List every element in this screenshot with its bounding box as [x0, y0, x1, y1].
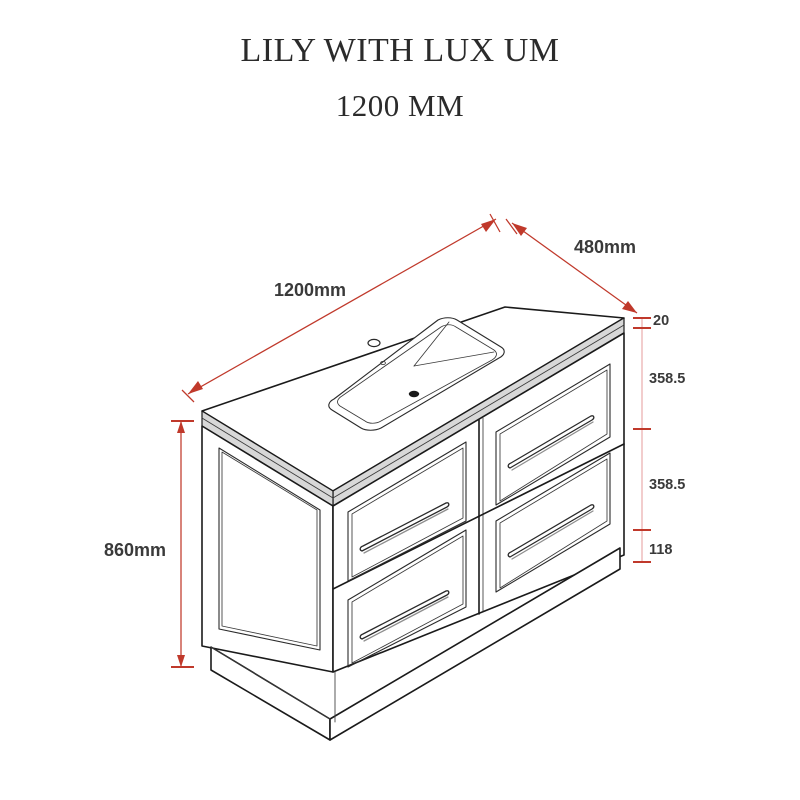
tap-hole	[367, 338, 381, 348]
dimension-depth-tick-left	[505, 218, 518, 235]
drawer-left-lower[interactable]	[347, 529, 467, 668]
left-side-panel-recess	[218, 447, 321, 651]
drawer-left-upper[interactable]	[347, 441, 467, 582]
countertop-edge-highlight-left	[201, 417, 334, 499]
basin-bowl-fold-bottom	[413, 351, 495, 367]
dimension-width-arrow-left	[188, 381, 203, 394]
undermount-basin-group	[328, 317, 505, 431]
dimension-depth-label: 480mm	[574, 237, 636, 257]
dimension-height-arrow-bottom	[177, 655, 185, 667]
drawer-right-lower-handle-shadow	[511, 510, 594, 560]
countertop-edge-highlight-right	[332, 324, 625, 499]
page-title: LILY WITH LUX UM	[240, 32, 560, 69]
dimension-width-tick-left	[181, 389, 195, 403]
dimension-height-label: 860mm	[104, 540, 166, 560]
plinth-top-edge-left	[210, 646, 331, 720]
page-subtitle: 1200 MM	[335, 88, 465, 124]
drawer-right-lower-panel-shadow	[499, 458, 608, 589]
drain-hole	[408, 390, 420, 398]
drawer-right-upper-handle-shadow	[511, 421, 594, 471]
drawer-left-upper-panel	[347, 441, 467, 582]
dimension-stack-label-1: 358.5	[649, 371, 685, 387]
drawer-right-upper-handle[interactable]	[507, 415, 595, 469]
dimension-width-arrow-right	[481, 219, 496, 232]
drawer-right-upper[interactable]	[495, 363, 611, 506]
drawer-left-lower-panel	[347, 529, 467, 668]
plinth-group	[210, 547, 621, 741]
dimension-depth-arrow-left	[512, 223, 527, 236]
drawer-left-lower-handle-shadow	[363, 596, 449, 642]
drawer-left-upper-panel-shadow	[351, 447, 464, 578]
drawer-right-lower-panel	[495, 452, 611, 593]
dimension-height: 860mm	[104, 419, 194, 669]
dimension-width-line	[187, 218, 497, 395]
dimension-width: 1200mm	[181, 213, 501, 403]
dimension-depth: 480mm	[505, 218, 638, 314]
basin-rim-outer	[328, 317, 505, 431]
drawer-right-lower[interactable]	[495, 452, 611, 593]
drawer-row-divider	[332, 443, 625, 590]
dimension-width-label: 1200mm	[274, 280, 346, 300]
overflow-slot	[380, 360, 386, 366]
cabinet-front-group	[332, 332, 625, 673]
dimension-stack-label-2: 358.5	[649, 477, 685, 493]
drawer-left-upper-handle-shadow	[363, 508, 449, 554]
dimension-height-arrow-top	[177, 421, 185, 433]
left-side-panel-recess-shadow	[221, 451, 318, 647]
dimension-stack: 20 358.5 358.5 118	[633, 313, 685, 564]
drawer-right-upper-panel	[495, 363, 611, 506]
drawer-right-lower-handle[interactable]	[507, 504, 595, 558]
dimension-depth-line	[511, 222, 638, 314]
dimension-stack-label-3: 118	[649, 542, 672, 558]
dimension-depth-arrow-right	[622, 301, 637, 313]
drawer-left-upper-handle[interactable]	[359, 502, 450, 552]
drawer-left-lower-panel-shadow	[351, 535, 464, 664]
drawer-right-upper-panel-shadow	[499, 369, 608, 502]
title-block: LILY WITH LUX UM 1200 MM	[0, 0, 800, 123]
dimension-width-tick-right	[489, 213, 501, 233]
plinth-front-face	[329, 547, 621, 741]
basin-bowl-fold-right	[413, 321, 450, 367]
drawer-left-lower-handle[interactable]	[359, 590, 450, 640]
basin-rim-inner	[337, 324, 497, 424]
dimension-stack-label-0: 20	[653, 313, 669, 329]
